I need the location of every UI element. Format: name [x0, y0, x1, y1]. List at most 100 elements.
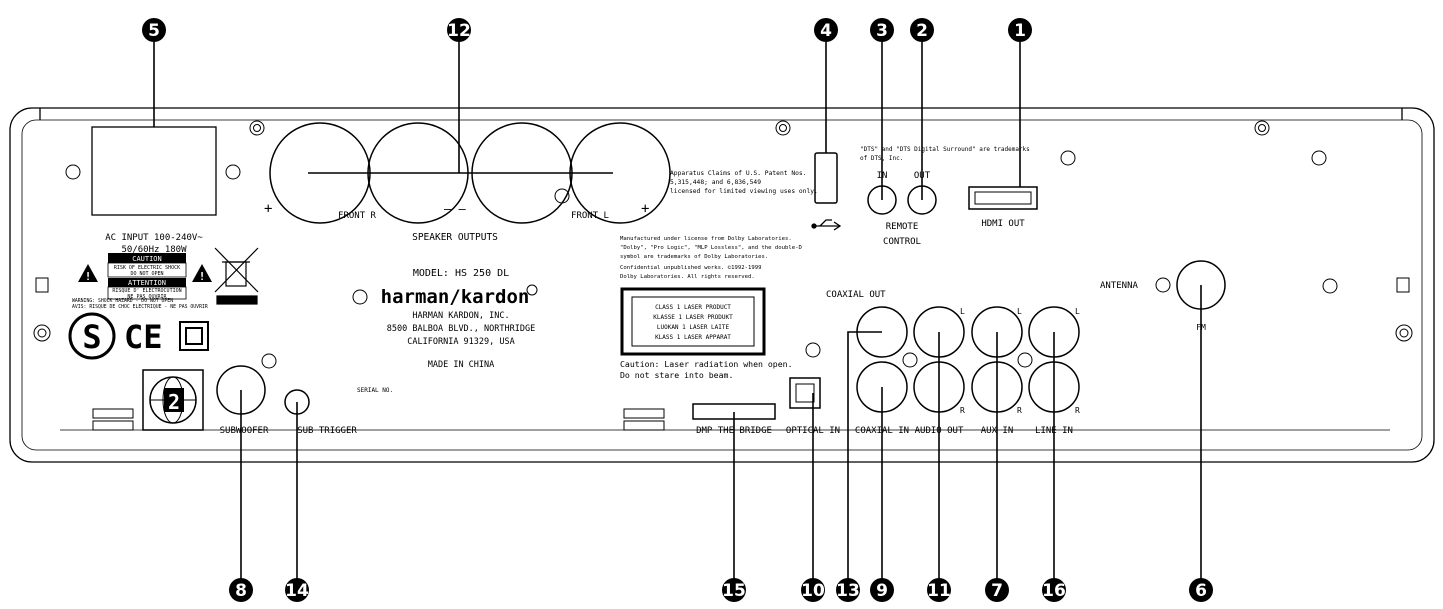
callout-number: 11 [927, 581, 951, 601]
callout-badge: 9 [870, 578, 894, 602]
callout-number: 12 [447, 21, 471, 41]
callout-circle [910, 18, 934, 42]
callout-badge: 5 [142, 18, 166, 42]
callout-number: 8 [235, 581, 247, 601]
callout-circle [927, 578, 951, 602]
dolby-line-2: "Dolby", "Pro Logic", "MLP Lossless", an… [620, 245, 802, 251]
callout-number: 10 [801, 581, 825, 601]
callout-circle [447, 18, 471, 42]
dolby-line-5: Dolby Laboratories. All rights reserved. [620, 274, 755, 280]
chassis-outline [9, 107, 1435, 463]
speaker-outputs-label: SPEAKER OUTPUTS [412, 232, 498, 243]
dolby-line-1: Manufactured under license from Dolby La… [620, 236, 792, 242]
callout-badge: 4 [814, 18, 838, 42]
callout-circle [985, 578, 1009, 602]
ac-inlet [91, 126, 217, 216]
callout-badge: 14 [285, 578, 309, 602]
company-line-1: HARMAN KARDON, INC. [412, 311, 509, 321]
sub-trigger-label: SUB TRIGGER [297, 426, 357, 436]
callout-badge: 15 [722, 578, 746, 602]
callout-number: 6 [1195, 581, 1207, 601]
s-mark-icon: S [68, 312, 116, 360]
callout-badge: 11 [927, 578, 951, 602]
antenna-label: ANTENNA [1100, 281, 1139, 291]
callout-badge: 2 [910, 18, 934, 42]
callout-badge: 12 [447, 18, 471, 42]
warning-triangle-icon [192, 264, 212, 282]
jack-screws [805, 342, 1033, 368]
aux-in-l: L [1017, 307, 1022, 316]
front-l-label: FRONT L [571, 211, 609, 221]
callout-circle [722, 578, 746, 602]
audio-out-l: L [960, 307, 965, 316]
antenna-screw [1155, 277, 1171, 293]
callout-number: 13 [836, 581, 860, 601]
speaker-plus-left: + [641, 201, 649, 217]
callout-badge: 10 [801, 578, 825, 602]
line-in-r: R [1075, 406, 1080, 415]
svg-text:AVIS: RISQUE DE CHOC ELECTRIQU: AVIS: RISQUE DE CHOC ELECTRIQUE - NE PAS… [72, 304, 208, 310]
registered-icon [526, 284, 538, 296]
svg-text:2: 2 [168, 390, 180, 414]
speaker-screw [554, 188, 570, 204]
svg-text:NE PAS OUVRIR: NE PAS OUVRIR [127, 294, 167, 300]
speaker-terminals [269, 122, 671, 224]
callout-badge: 13 [836, 578, 860, 602]
callout-circle [870, 18, 894, 42]
made-in-label: MADE IN CHINA [428, 360, 495, 370]
hdmi-port-inner [974, 191, 1032, 205]
region-globe-icon: 2 [142, 369, 204, 431]
caution-label: ! ! CAUTION RISK OF ELECTRIC SHOCK DO NO… [72, 253, 212, 310]
callout-number: 16 [1042, 581, 1066, 601]
callout-badge: 7 [985, 578, 1009, 602]
usb-icon [811, 219, 842, 231]
svg-text:RISQUE D' ELECTROCUTION: RISQUE D' ELECTROCUTION [112, 288, 181, 294]
callout-circle [229, 578, 253, 602]
line-in-l: L [1075, 307, 1080, 316]
leader-lines [153, 42, 1202, 580]
svg-text:DO NOT OPEN: DO NOT OPEN [130, 271, 163, 277]
svg-text:!: ! [199, 270, 206, 283]
speaker-plus-right: + [264, 201, 272, 217]
brand-logo: harman/kardon [381, 286, 530, 308]
speaker-minus: — — [444, 202, 466, 216]
callouts-bottom: 8 14 15 10 13 9 11 7 16 6 [229, 578, 1213, 602]
side-handles [35, 277, 1410, 293]
callout-badge: 8 [229, 578, 253, 602]
dolby-line-3: symbol are trademarks of Dolby Laborator… [620, 254, 768, 260]
callout-number: 5 [148, 21, 160, 41]
svg-text:CAUTION: CAUTION [132, 255, 162, 263]
laser-caution-2: Do not stare into beam. [620, 370, 733, 380]
svg-text:KLASSE 1 LASER PRODUKT: KLASSE 1 LASER PRODUKT [653, 314, 733, 321]
warning-triangle-icon [78, 264, 98, 282]
svg-text:RISK OF ELECTRIC SHOCK: RISK OF ELECTRIC SHOCK [114, 265, 180, 271]
laser-label: CLASS 1 LASER PRODUCT KLASSE 1 LASER PRO… [620, 287, 766, 356]
callout-number: 3 [876, 21, 888, 41]
callout-circle [801, 578, 825, 602]
callout-circle [1189, 578, 1213, 602]
callout-circle [1042, 578, 1066, 602]
subwoofer-label: SUBWOOFER [220, 426, 269, 436]
svg-text:LUOKAN 1 LASER LAITE: LUOKAN 1 LASER LAITE [657, 324, 730, 331]
callout-circle [836, 578, 860, 602]
svg-text:S: S [82, 318, 101, 356]
dts-line-1: "DTS" and "DTS Digital Surround" are tra… [860, 146, 1030, 153]
laser-caution-1: Caution: Laser radiation when open. [620, 359, 793, 369]
optical-port [789, 377, 821, 409]
remote-label-1: REMOTE [886, 222, 919, 232]
callout-badge: 6 [1189, 578, 1213, 602]
optical-port-inner [795, 383, 815, 403]
dolby-line-4: Confidential unpublished works. ©1992-19… [620, 265, 761, 271]
svg-text:WARNING: SHOCK HAZARD - DO NOT: WARNING: SHOCK HAZARD - DO NOT OPEN [72, 298, 173, 304]
callout-circle [870, 578, 894, 602]
ac-rating-label: 50/60Hz 180W [121, 245, 187, 255]
company-line-2: 8500 BALBOA BLVD., NORTHRIDGE [387, 324, 535, 334]
hdmi-port [968, 186, 1038, 210]
front-r-label: FRONT R [338, 211, 377, 221]
ce-mark: CE [124, 318, 163, 356]
svg-text:ATTENTION: ATTENTION [128, 279, 166, 287]
callout-number: 2 [916, 21, 928, 41]
model-label: MODEL: HS 250 DL [413, 268, 509, 279]
callout-circle [285, 578, 309, 602]
